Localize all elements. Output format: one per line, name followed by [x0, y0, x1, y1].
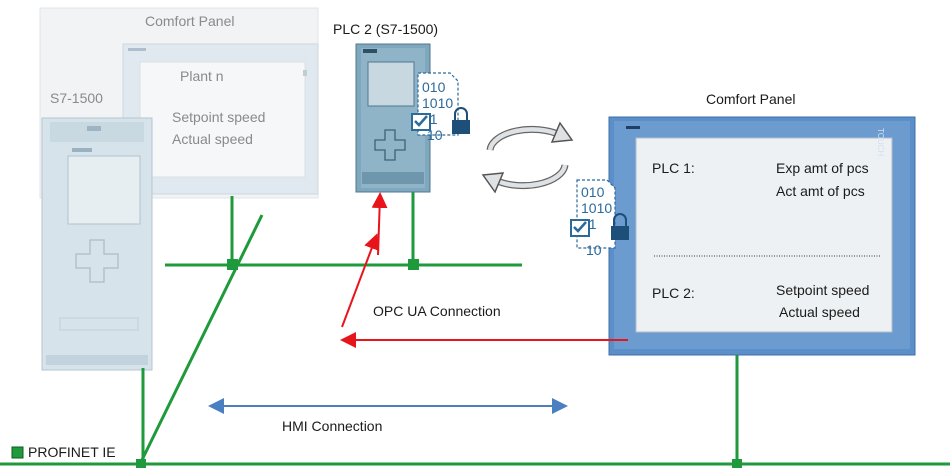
panel-plc2-label: PLC 2: [652, 285, 695, 301]
certificate-icon: 010 1010 01 10 [411, 72, 470, 143]
background-panel-title: Comfort Panel [145, 13, 235, 29]
background-comfort-panel [39, 7, 319, 199]
s7-1500-label: S7-1500 [50, 90, 103, 106]
svg-text:10: 10 [586, 242, 602, 258]
panel-act-amt: Act amt of pcs [776, 183, 865, 199]
hmi-connection-label: HMI Connection [282, 418, 383, 434]
panel-certificate-icon: 010 1010 01 10 [570, 179, 629, 258]
network-nodes [136, 259, 742, 468]
svg-text:010: 010 [581, 184, 605, 200]
sync-icon [481, 121, 574, 194]
panel-setpoint-speed: Setpoint speed [776, 282, 870, 298]
opc-ua-connection [340, 192, 628, 348]
panel-actual-speed: Actual speed [779, 304, 860, 320]
panel-plc1-label: PLC 1: [652, 160, 695, 176]
background-setpoint-speed: Setpoint speed [172, 109, 266, 125]
comfort-panel-title: Comfort Panel [706, 91, 796, 107]
panel-exp-amt: Exp amt of pcs [776, 160, 869, 176]
main-comfort-panel [608, 116, 916, 356]
background-actual-speed: Actual speed [172, 131, 253, 147]
profinet-label: PROFINET IE [28, 444, 116, 460]
opc-ua-label: OPC UA Connection [373, 303, 501, 319]
plc2-title: PLC 2 (S7-1500) [333, 21, 439, 37]
s7-1500-plc-device [41, 117, 153, 371]
svg-text:1010: 1010 [581, 200, 612, 216]
profinet-network [0, 192, 950, 466]
profinet-legend-icon [11, 446, 24, 459]
svg-text:010: 010 [422, 79, 446, 95]
background-plant-label: Plant n [180, 68, 224, 84]
svg-text:1010: 1010 [422, 95, 453, 111]
panel-brand-label: TOUCH [876, 128, 885, 157]
